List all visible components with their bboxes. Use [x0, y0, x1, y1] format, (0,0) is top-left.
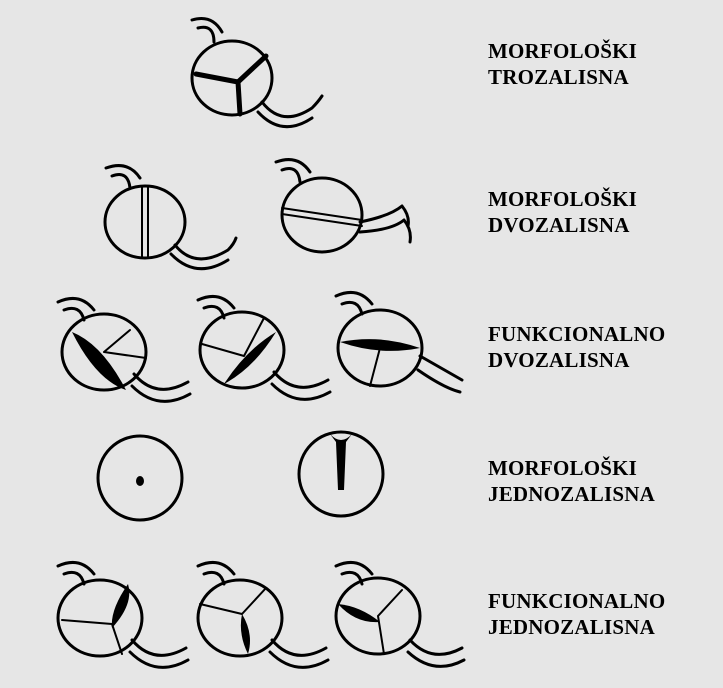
aorta-outlet: [258, 96, 322, 127]
valve-functional-bileaflet-2: [198, 296, 330, 399]
fused-cusp-raphe: [224, 332, 276, 384]
label-row-4: MORFOLOŠKI JEDNOZALISNA: [488, 455, 655, 507]
label-line-1: FUNKCIONALNO: [488, 321, 665, 347]
label-line-2: DVOZALISNA: [488, 212, 637, 238]
label-line-2: DVOZALISNA: [488, 347, 665, 373]
aorta-inlet: [106, 166, 140, 188]
valve-ring: [58, 580, 142, 656]
valve-ring: [105, 186, 185, 258]
valve-ring: [198, 580, 282, 656]
label-row-5: FUNKCIONALNO JEDNOZALISNA: [488, 588, 665, 640]
valve-unileaflet-acommissural: [98, 436, 182, 520]
valve-functional-bileaflet-3: [336, 292, 462, 392]
commissure-lines: [62, 620, 122, 654]
label-line-2: JEDNOZALISNA: [488, 481, 655, 507]
valve-functional-unileaflet-1: [58, 562, 188, 667]
valve-trileaflet: [192, 19, 322, 127]
label-row-2: MORFOLOŠKI DVOZALISNA: [488, 186, 637, 238]
valve-functional-unileaflet-2: [198, 562, 328, 667]
label-line-1: MORFOLOŠKI: [488, 455, 655, 481]
label-line-1: MORFOLOŠKI: [488, 186, 637, 212]
label-row-1: MORFOLOŠKI TROZALISNA: [488, 38, 637, 90]
commissure-line: [370, 348, 380, 386]
aorta-outlet: [408, 640, 464, 666]
commissure-slit: [330, 434, 352, 490]
commissure-line: [282, 208, 362, 226]
central-orifice: [136, 476, 144, 486]
fused-cusp-raphe: [338, 604, 380, 622]
aorta-outlet: [270, 640, 328, 667]
aorta-outlet: [418, 356, 462, 392]
label-line-2: TROZALISNA: [488, 64, 637, 90]
valve-functional-bileaflet-1: [58, 298, 190, 401]
label-line-2: JEDNOZALISNA: [488, 614, 665, 640]
valve-functional-unileaflet-3: [336, 562, 464, 666]
valve-bileaflet-vertical: [105, 166, 236, 269]
commissure-line: [142, 186, 148, 258]
aorta-inlet: [276, 160, 310, 182]
fused-cusp-raphe: [112, 584, 129, 628]
aorta-outlet: [171, 238, 236, 269]
label-line-1: MORFOLOŠKI: [488, 38, 637, 64]
aorta-outlet: [130, 640, 188, 667]
valve-unileaflet-unicommissural: [299, 432, 383, 516]
fused-cusp-raphe: [241, 614, 250, 654]
label-row-3: FUNKCIONALNO DVOZALISNA: [488, 321, 665, 373]
label-line-1: FUNKCIONALNO: [488, 588, 665, 614]
valve-bileaflet-horizontal: [276, 160, 410, 252]
aorta-inlet: [192, 19, 222, 43]
aorta-outlet: [272, 372, 330, 399]
commissure-lines: [378, 590, 402, 654]
aorta-outlet: [360, 206, 410, 242]
valve-ring: [200, 312, 284, 388]
aorta-outlet: [132, 374, 190, 401]
